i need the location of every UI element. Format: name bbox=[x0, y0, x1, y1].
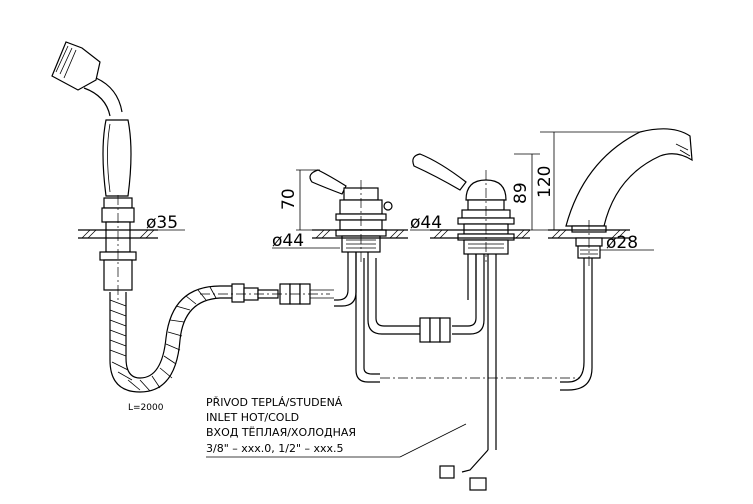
left-valve-collar-label: ø44 bbox=[272, 231, 304, 251]
right-valve-dimensions: 89 ø44 bbox=[410, 153, 540, 233]
right-valve-height-label: 89 bbox=[511, 182, 531, 204]
right-valve bbox=[412, 153, 531, 262]
left-valve-dimensions: 70 ø44 bbox=[272, 169, 340, 251]
spout-height-label: 120 bbox=[535, 166, 555, 198]
spout-dimensions: 120 ø28 bbox=[535, 131, 654, 253]
hand-shower bbox=[51, 41, 158, 300]
left-valve-height-label: 70 bbox=[279, 188, 299, 210]
inlet-note-line-en: INLET HOT/COLD bbox=[206, 411, 299, 424]
left-valve bbox=[309, 169, 408, 262]
shower-hose bbox=[109, 283, 334, 393]
spout-collar-label: ø28 bbox=[606, 233, 638, 253]
inlet-note-line-ru: ВХОД ТЁПЛАЯ/ХОЛОДНАЯ bbox=[206, 426, 356, 439]
inlet-note: PŘIVOD TEPLÁ/STUDENÁ INLET HOT/COLD ВХОД… bbox=[206, 396, 467, 458]
inlet-note-line-cz: PŘIVOD TEPLÁ/STUDENÁ bbox=[206, 396, 343, 409]
left-valve-pipes bbox=[334, 252, 420, 383]
inlet-note-line-sizes: 3/8" – xxx.0, 1/2" – xxx.5 bbox=[206, 442, 344, 455]
handshower-collar-dimension: ø35 bbox=[132, 213, 185, 233]
right-valve-pipes bbox=[380, 254, 580, 491]
spout bbox=[548, 128, 693, 391]
hose-length-label: L=2000 bbox=[128, 403, 164, 413]
right-valve-collar-label: ø44 bbox=[410, 213, 442, 233]
handshower-collar-label: ø35 bbox=[146, 213, 178, 233]
